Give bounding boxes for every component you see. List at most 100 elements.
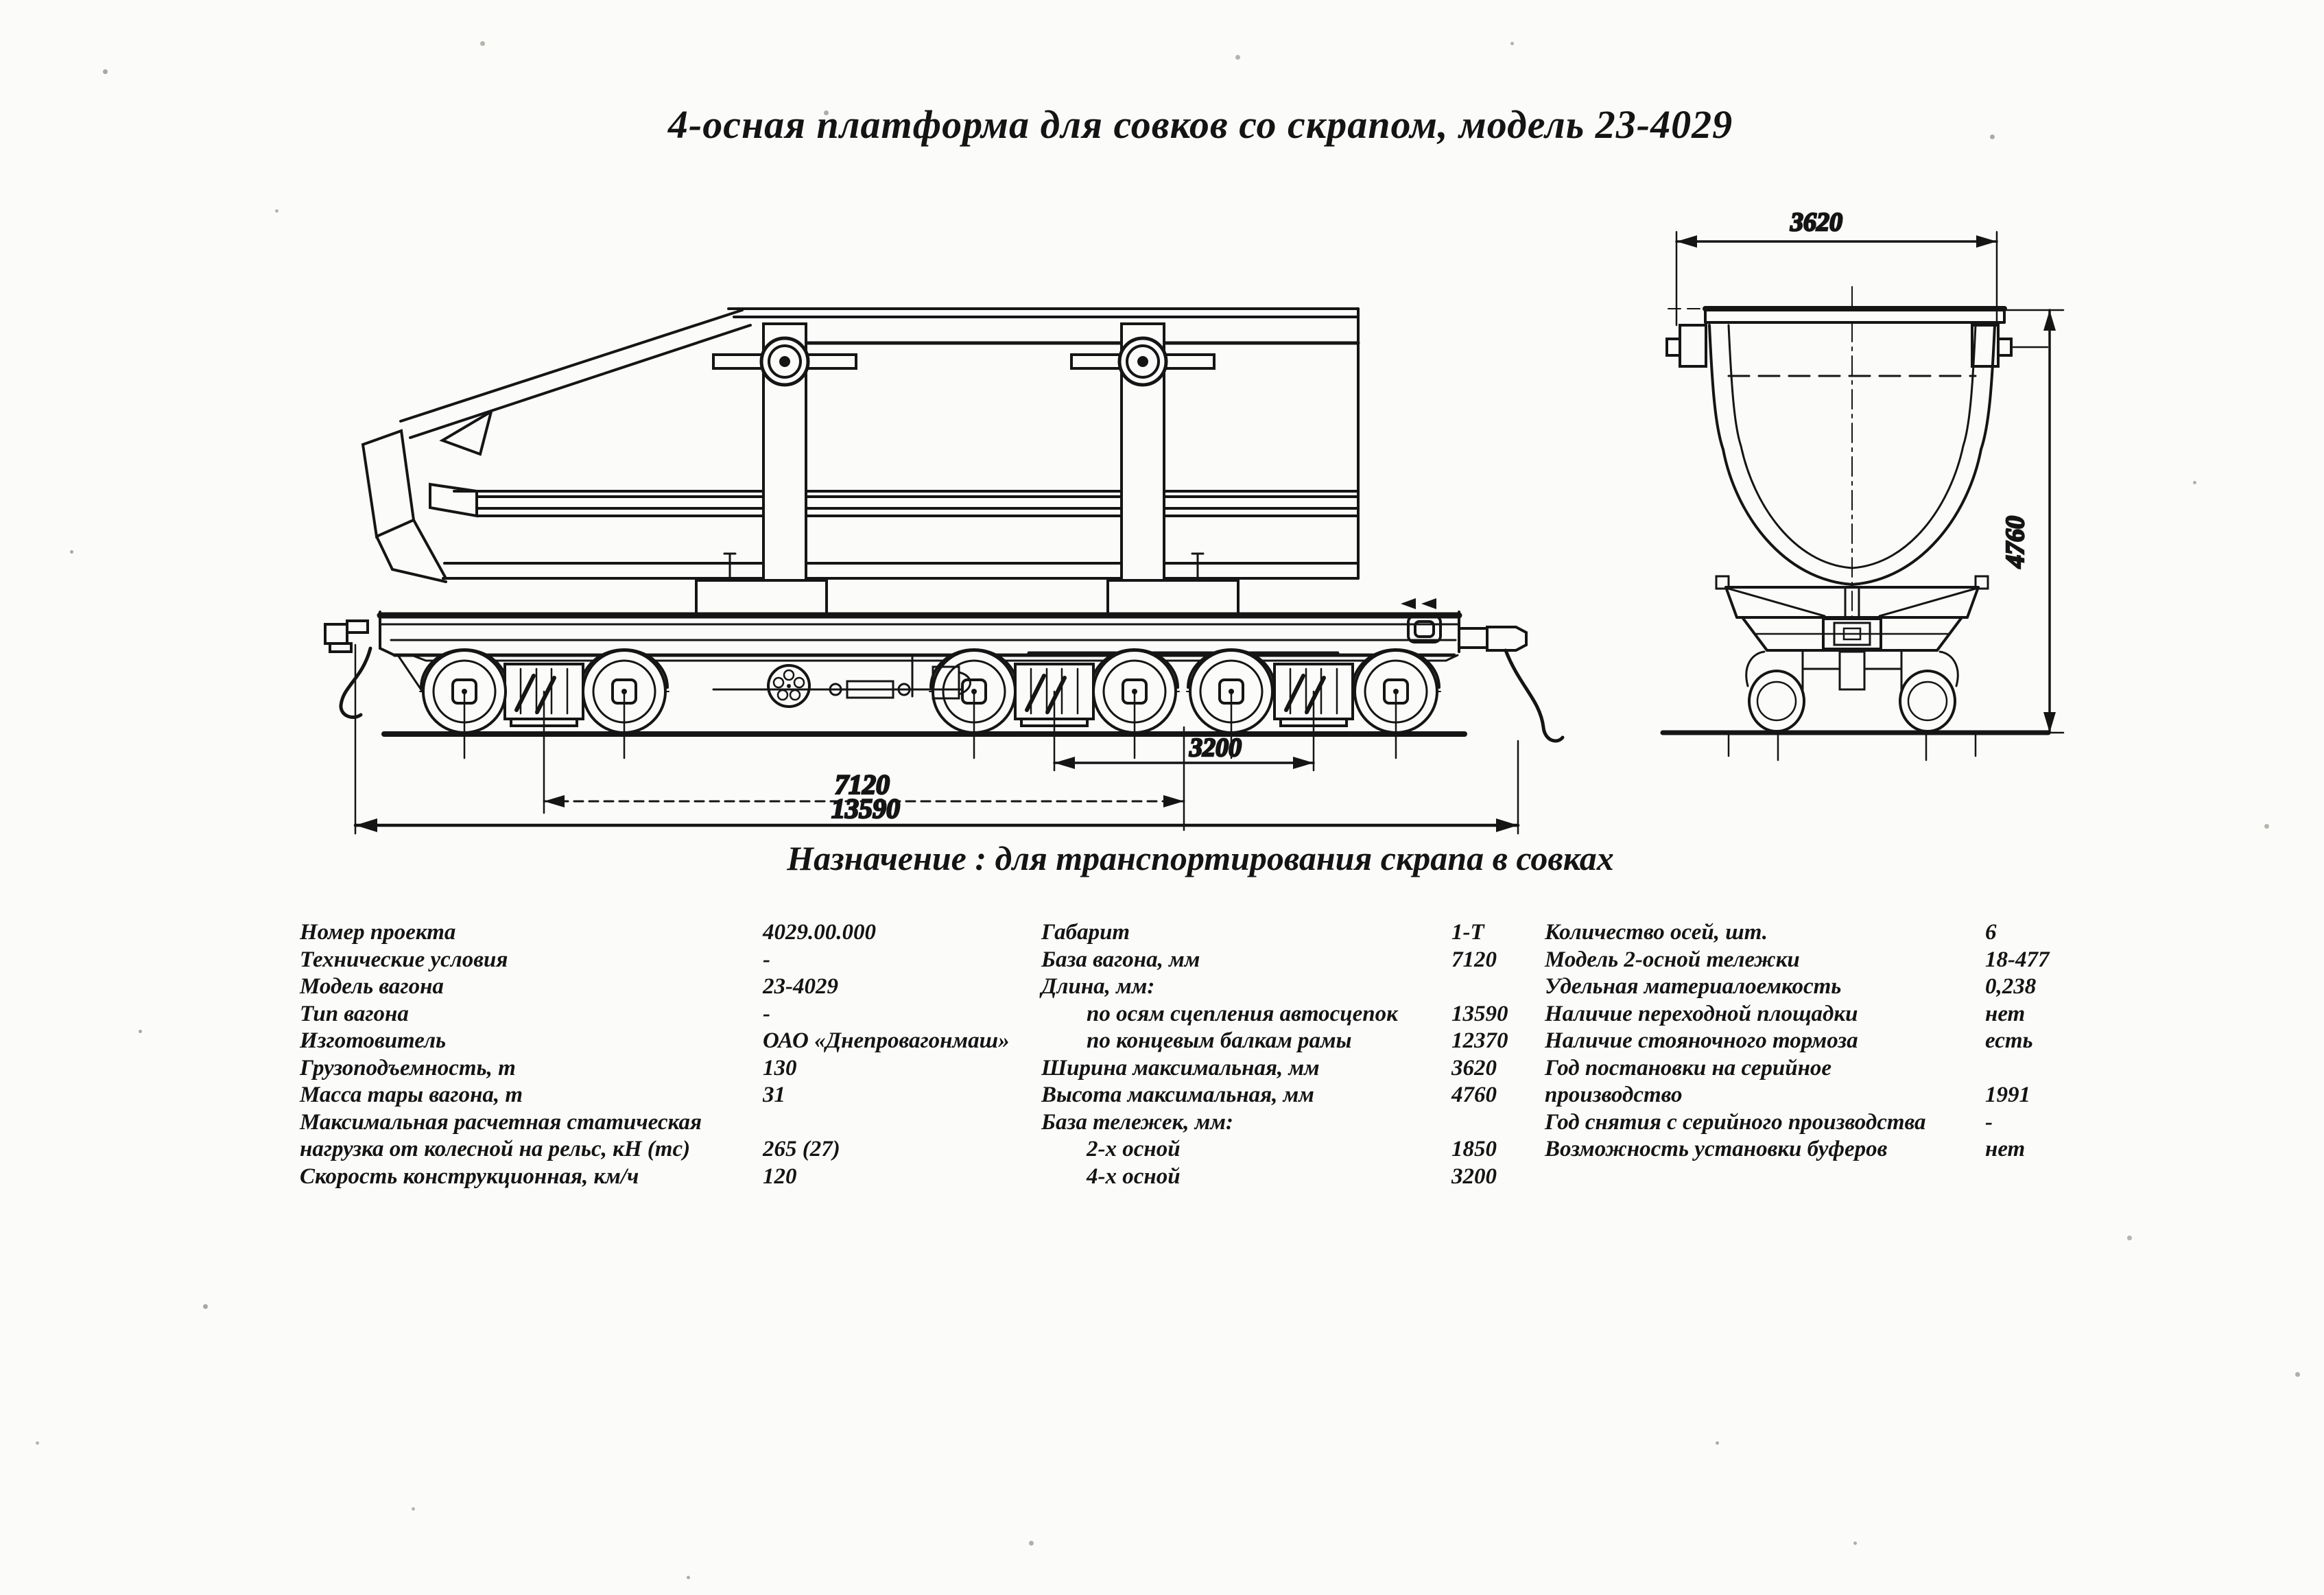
spec-label: База тележек, мм: (1041, 1109, 1233, 1135)
spec-value: нет (1985, 1001, 2026, 1026)
spec-value: - (763, 1001, 770, 1026)
spec-label: Количество осей, шт. (1545, 920, 1768, 945)
spec-label: Тип вагона (300, 1001, 409, 1026)
dim-length-over-couplers: 13590 (831, 793, 900, 824)
spec-label: Номер проекта (300, 920, 456, 945)
spec-value: 3200 (1451, 1163, 1497, 1189)
spec-row: нагрузка от колесной на рельс, кН (тс)26… (300, 1136, 1020, 1163)
spec-value: 120 (763, 1163, 797, 1189)
spec-label: Удельная материалоемкость (1545, 974, 1842, 999)
spec-row: Модель вагона 23-4029 (300, 973, 1020, 1001)
spec-value: 4760 (1451, 1083, 1497, 1107)
spec-value: 1850 (1451, 1137, 1497, 1161)
spec-row: База тележек, мм: (1041, 1109, 1727, 1137)
spec-row: Высота максимальная, мм 4760 (1041, 1082, 1727, 1109)
spec-value: 130 (763, 1055, 797, 1080)
side-view-underframe (324, 598, 1565, 743)
spec-value: есть (1985, 1028, 2033, 1053)
spec-row: Возможность установки буферов нет (1545, 1136, 2299, 1163)
spec-label: 2-х осной (1087, 1137, 1181, 1161)
spec-label: Год снятия с серийного производства (1545, 1109, 1926, 1135)
spec-value: 31 (763, 1083, 785, 1107)
spec-label: Год постановки на серийное (1545, 1055, 1832, 1080)
spec-label: Изготовитель (300, 1028, 447, 1053)
spec-row: по концевым балкам рамы 12370 (1041, 1028, 1727, 1055)
spec-label: по концевым балкам рамы (1087, 1028, 1352, 1053)
trunnion-pin-right (1117, 336, 1168, 387)
dim-wagon-base: 7120 (835, 769, 890, 800)
spec-label: Максимальная расчетная статическая (300, 1109, 702, 1135)
spec-row: 2-х осной 1850 (1041, 1136, 1727, 1163)
spec-row: Количество осей, шт. 6 (1545, 919, 2299, 947)
spec-label: Высота максимальная, мм (1041, 1083, 1314, 1107)
spec-label: Модель 2-осной тележки (1545, 947, 1800, 972)
spec-row: Скорость конструкционная, км/ч 120 (300, 1163, 1020, 1191)
side-view-dimensions: 3200 7120 13590 (353, 643, 1520, 835)
spec-row: Грузоподъемность, т 130 (300, 1055, 1020, 1083)
spec-value: 3620 (1451, 1055, 1497, 1080)
spec-row: производство 1991 (1545, 1082, 2299, 1109)
spec-value: - (1985, 1109, 1993, 1135)
spec-label: Технические условия (300, 947, 508, 972)
spec-value: 1-Т (1451, 920, 1484, 945)
spec-label: Скорость конструкционная, км/ч (300, 1163, 639, 1189)
spec-label: Модель вагона (300, 974, 444, 999)
spec-row: Изготовитель ОАО «Днепровагонмаш» (300, 1028, 1020, 1055)
spec-row: Габарит 1-Т (1041, 919, 1727, 947)
spec-row: Модель 2-осной тележки 18-477 (1545, 947, 2299, 974)
spec-value: нет (1985, 1137, 2026, 1161)
purpose-line: Назначение : для транспортирования скрап… (787, 839, 1614, 877)
spec-row: Максимальная расчетная статическая (300, 1109, 1020, 1137)
spec-label: Возможность установки буферов (1545, 1137, 1888, 1161)
spec-row: 4-х осной 3200 (1041, 1163, 1727, 1191)
end-view-dimensions: 3620 4760 (1675, 207, 2065, 734)
page-title: 4-осная платформа для совков со скрапом,… (667, 102, 1733, 147)
spec-value: 12370 (1451, 1028, 1508, 1053)
spec-label: Масса тары вагона, т (300, 1083, 523, 1107)
spec-row: Тип вагона - (300, 1001, 1020, 1028)
spec-label: База вагона, мм (1041, 947, 1200, 972)
spec-value: 0,238 (1985, 974, 2037, 999)
spec-value: 4029.00.000 (763, 920, 876, 945)
dim-bogie-base: 3200 (1189, 733, 1242, 762)
spec-label: Длина, мм: (1041, 974, 1155, 999)
spec-value: - (763, 947, 770, 972)
spec-row: База вагона, мм 7120 (1041, 947, 1727, 974)
spec-label: Габарит (1041, 920, 1130, 945)
spec-row: Наличие переходной площадки нет (1545, 1001, 2299, 1028)
spec-value: 23-4029 (763, 974, 838, 999)
spec-row: Ширина максимальная, мм 3620 (1041, 1055, 1727, 1083)
side-view-superstructure (361, 307, 1360, 615)
spec-value: 265 (27) (763, 1137, 840, 1161)
spec-row: Технические условия - (300, 947, 1020, 974)
spec-row: Номер проекта 4029.00.000 (300, 919, 1020, 947)
technical-drawing: 3200 7120 13590 (324, 207, 2065, 835)
spec-label: Ширина максимальная, мм (1041, 1055, 1320, 1080)
spec-row: Длина, мм: (1041, 973, 1727, 1001)
spec-label: Грузоподъемность, т (300, 1055, 516, 1080)
spec-row: Удельная материалоемкость 0,238 (1545, 973, 2299, 1001)
spec-row: Год постановки на серийное (1545, 1055, 2299, 1083)
spec-label: производство (1545, 1083, 1683, 1107)
spec-row (1545, 1163, 2299, 1191)
spec-value: ОАО «Днепровагонмаш» (763, 1028, 1010, 1053)
spec-value: 1991 (1985, 1083, 2030, 1107)
spec-label: 4-х осной (1087, 1163, 1181, 1189)
dim-max-height: 4760 (2001, 516, 2030, 569)
handbrake-wheel (767, 664, 811, 708)
spec-row: Год снятия с серийного производства - (1545, 1109, 2299, 1137)
spec-row: Масса тары вагона, т 31 (300, 1082, 1020, 1109)
spec-value: 7120 (1451, 947, 1497, 972)
end-view (1660, 286, 2051, 761)
trunnion-pin-left (759, 336, 810, 387)
side-view-bogies (419, 648, 1441, 734)
spec-value: 6 (1985, 920, 1997, 945)
spec-value: 18-477 (1985, 947, 2050, 972)
spec-label: Наличие переходной площадки (1545, 1001, 1858, 1026)
dim-max-width: 3620 (1790, 208, 1842, 237)
